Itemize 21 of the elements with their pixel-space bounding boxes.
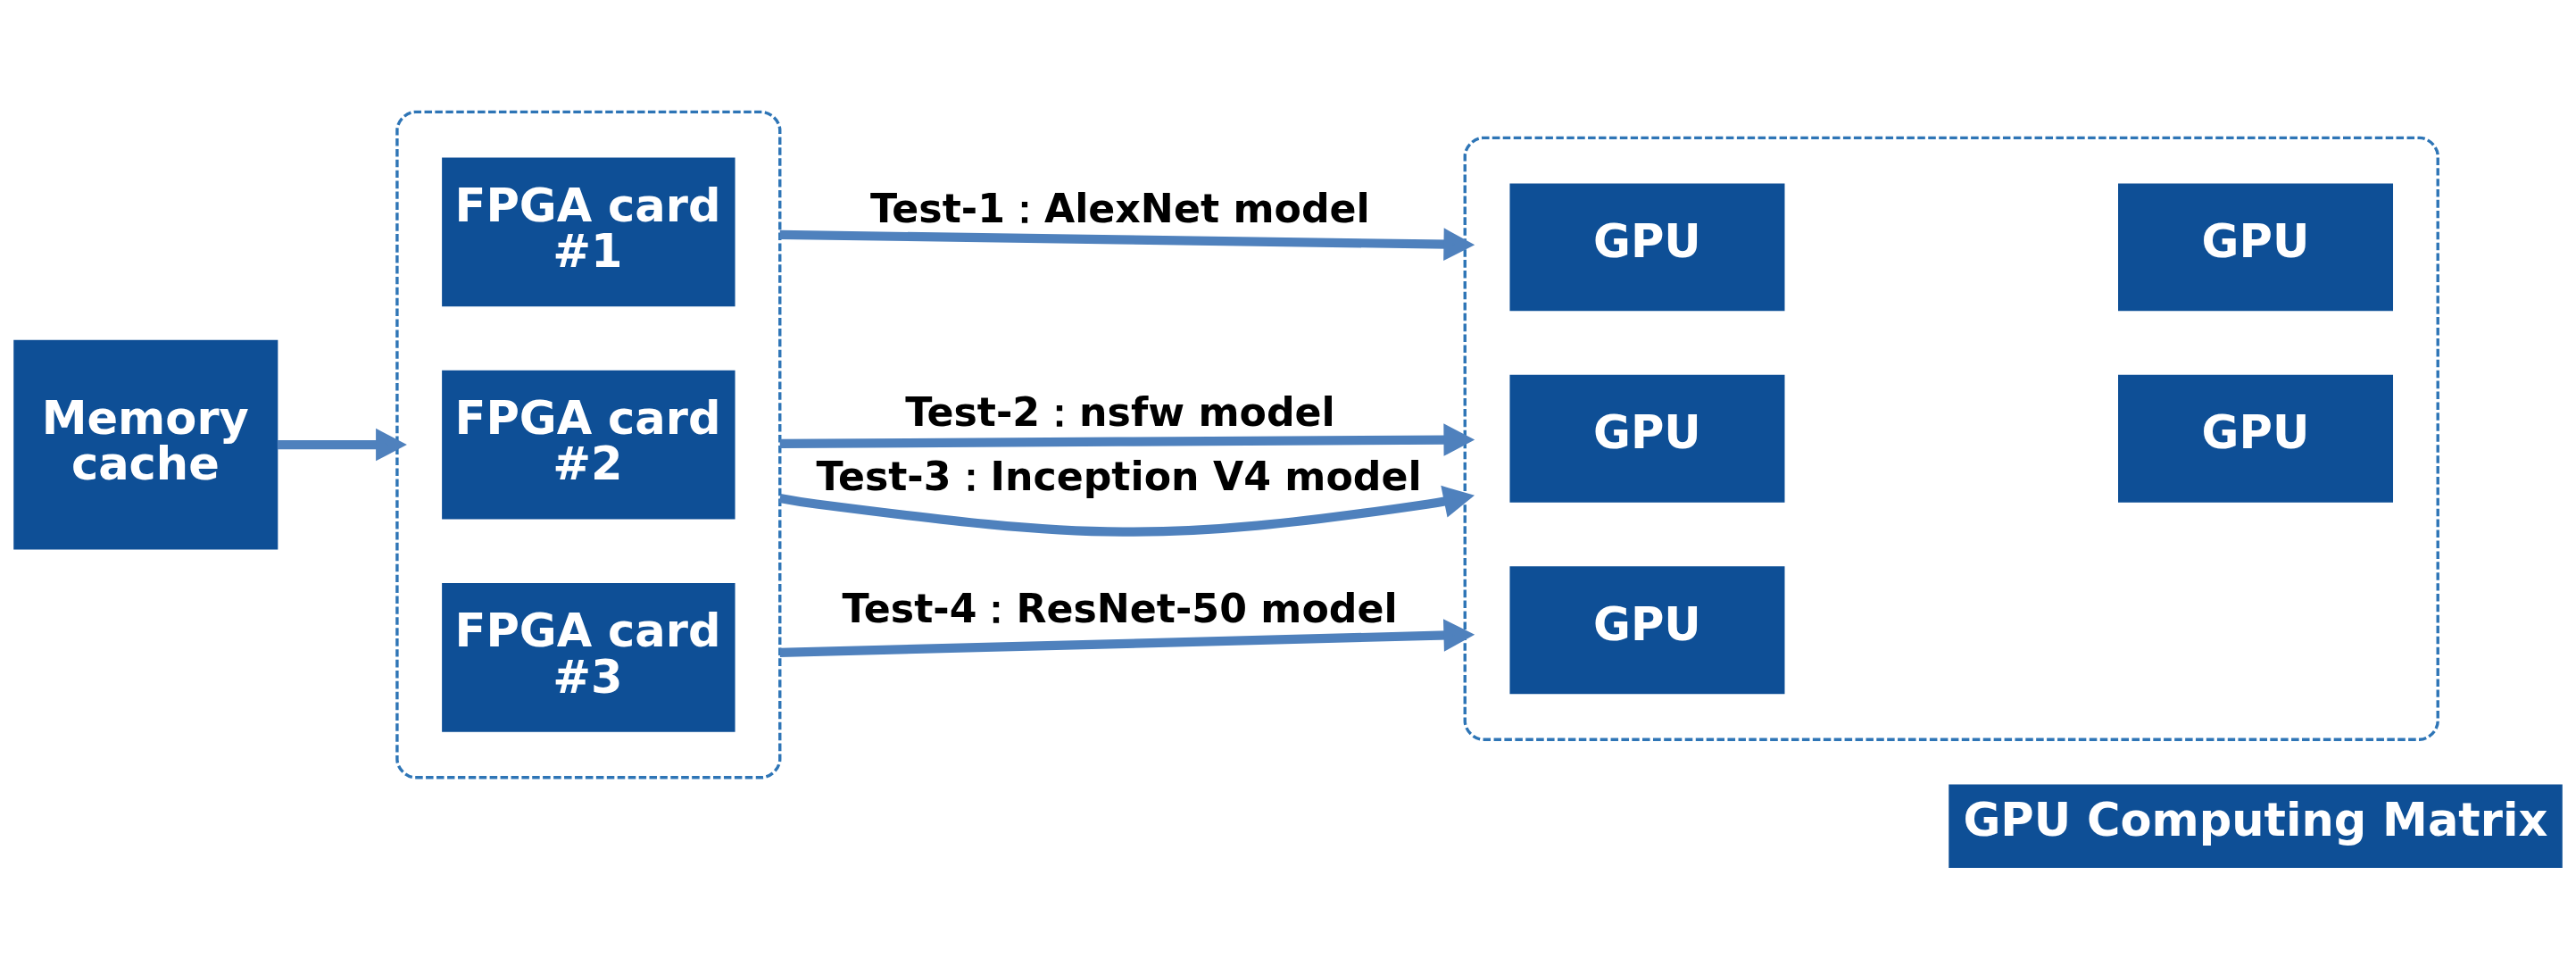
edge-label: Test-2：nsfw model <box>905 389 1335 436</box>
arrow <box>779 228 1475 261</box>
cluster <box>1463 136 2439 741</box>
node-box: GPU <box>1509 374 1785 503</box>
arrow <box>779 423 1475 456</box>
node-box: FPGA card #2 <box>442 370 735 520</box>
node-box: GPU <box>2118 183 2394 312</box>
node-box: FPGA card #3 <box>442 582 735 732</box>
edge-label: Test-3：Inception V4 model <box>816 453 1422 499</box>
edge-label: Test-1：AlexNet model <box>870 186 1370 232</box>
edge-label: Test-4：ResNet-50 model <box>842 585 1398 631</box>
arrow <box>778 485 1475 537</box>
node-box: GPU Computing Matrix <box>1949 784 2563 869</box>
arrow <box>277 428 407 462</box>
node-box: Memory cache <box>13 339 278 550</box>
node-box: GPU <box>1509 566 1785 695</box>
node-box: GPU <box>2118 374 2394 503</box>
cluster <box>395 110 782 779</box>
node-box: GPU <box>1509 183 1785 312</box>
node-box: FPGA card #1 <box>442 157 735 307</box>
arrow <box>779 619 1475 657</box>
